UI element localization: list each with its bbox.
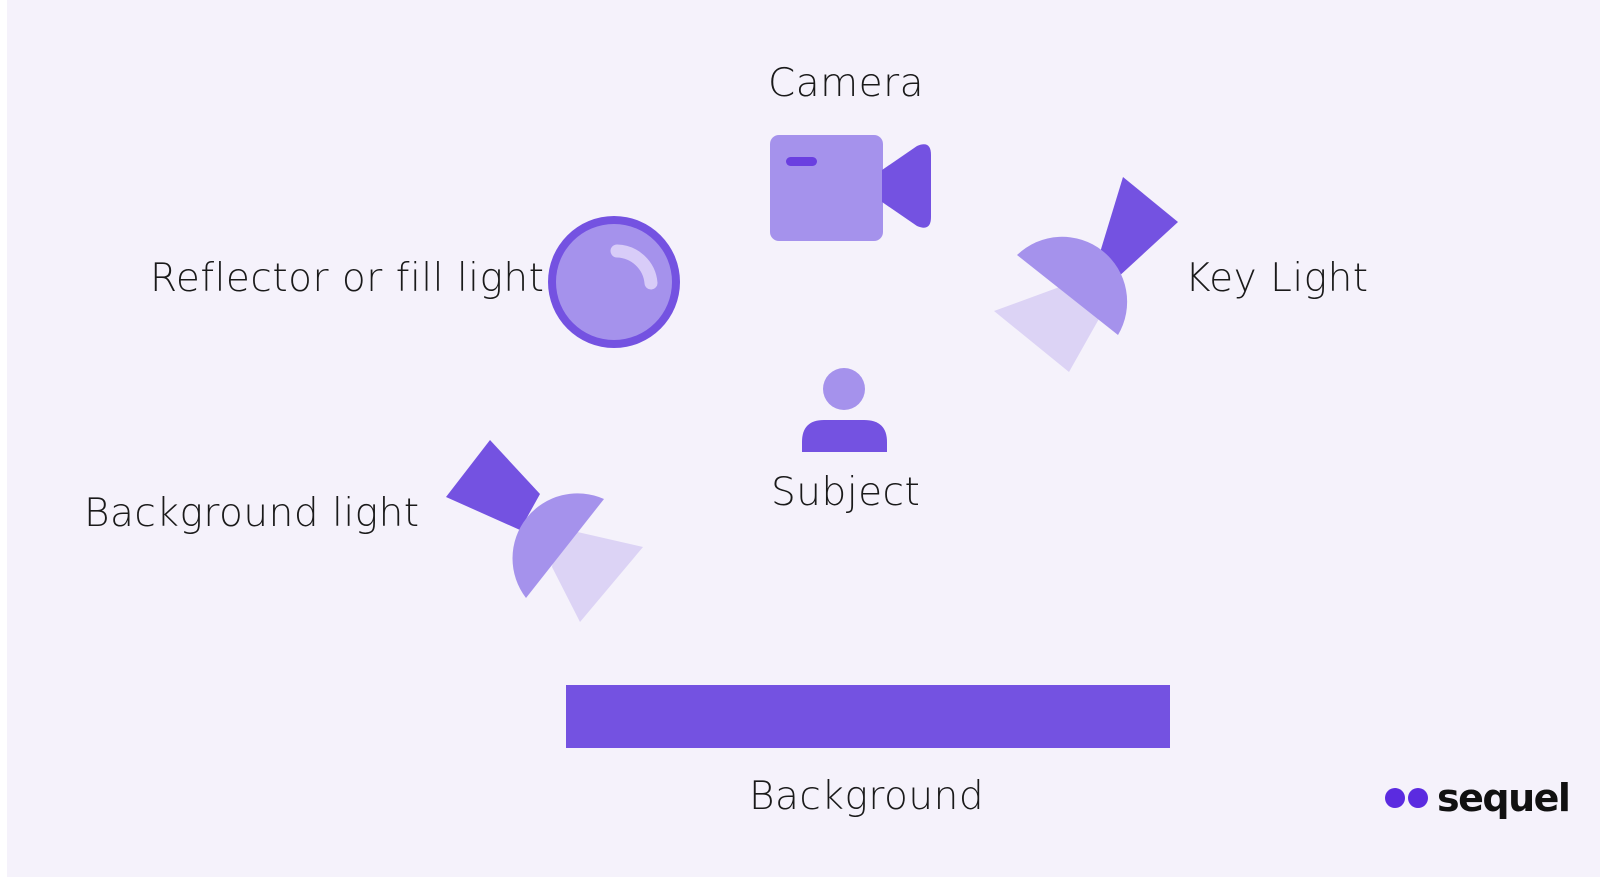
backdrop-bar [566, 685, 1170, 748]
person-icon [802, 368, 887, 452]
logo-text: sequel [1437, 776, 1571, 820]
logo-dot [1408, 788, 1428, 808]
background-label: Background [749, 774, 985, 819]
background-light-label: Background light [84, 491, 420, 536]
logo-dot [1385, 788, 1405, 808]
subject-label: Subject [771, 470, 921, 515]
reflector-label: Reflector or fill light [150, 256, 545, 301]
reflector-disc-icon [548, 216, 680, 348]
sequel-logo: sequel [1385, 776, 1571, 820]
video-camera-icon [770, 135, 931, 241]
camera-label: Camera [768, 61, 925, 106]
key-light-label: Key Light [1185, 256, 1369, 301]
spotlight-icon [994, 177, 1178, 372]
spotlight-icon [446, 440, 643, 622]
